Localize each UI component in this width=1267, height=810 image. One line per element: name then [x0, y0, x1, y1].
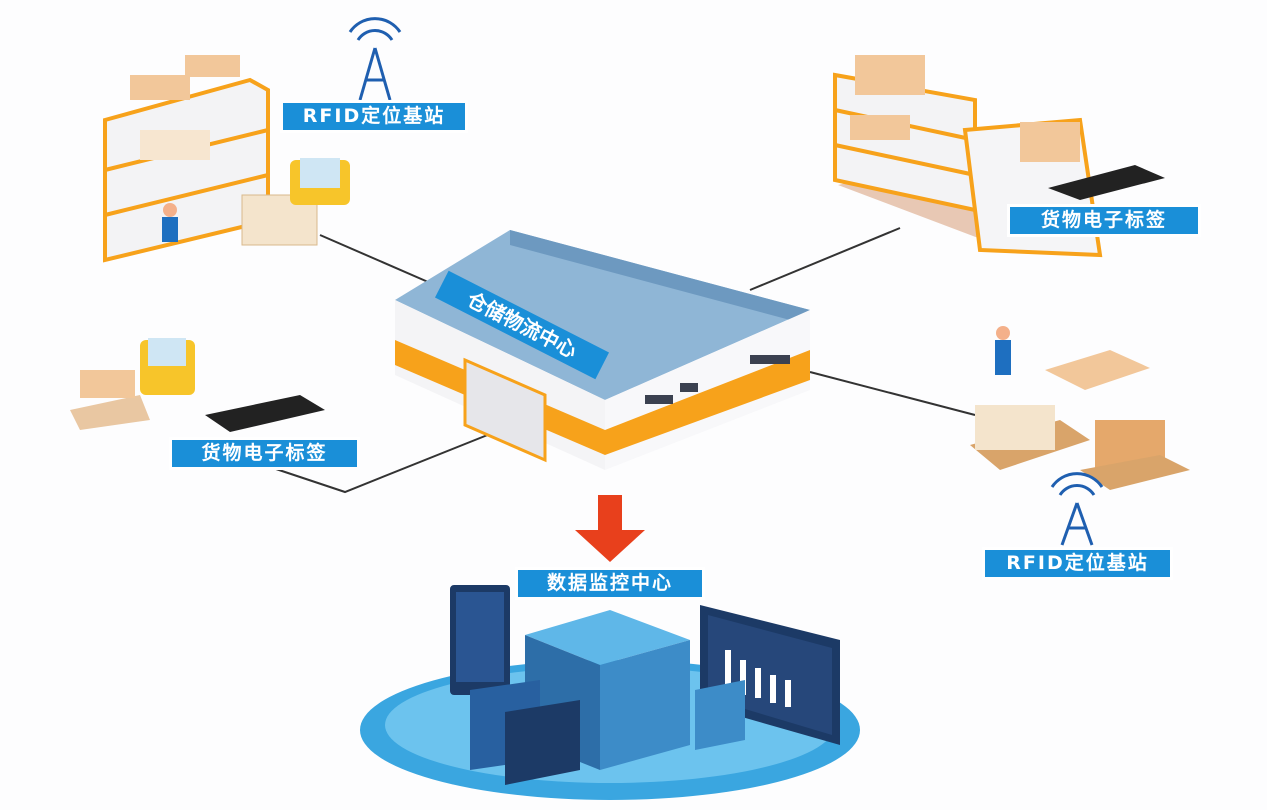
shelf-illustration-top-left	[103, 55, 350, 263]
connector-lines	[254, 227, 976, 494]
down-arrow-icon	[575, 495, 645, 562]
rfid-base-station-label-top: RFID定位基站	[283, 103, 465, 130]
cargo-tag-label-top-right: 货物电子标签	[1010, 207, 1198, 234]
monitoring-center-illustration	[360, 585, 860, 800]
rfid-tower-top-icon	[348, 17, 402, 101]
cargo-tag-label-left: 货物电子标签	[172, 440, 357, 467]
rfid-base-station-label-right: RFID定位基站	[985, 550, 1170, 577]
rfid-tower-right-icon	[1050, 472, 1104, 546]
data-monitoring-center-label: 数据监控中心	[518, 570, 702, 597]
warehouse-illustration	[395, 230, 810, 470]
forklift-illustration-left	[70, 338, 325, 432]
boxes-illustration-right	[970, 326, 1190, 490]
